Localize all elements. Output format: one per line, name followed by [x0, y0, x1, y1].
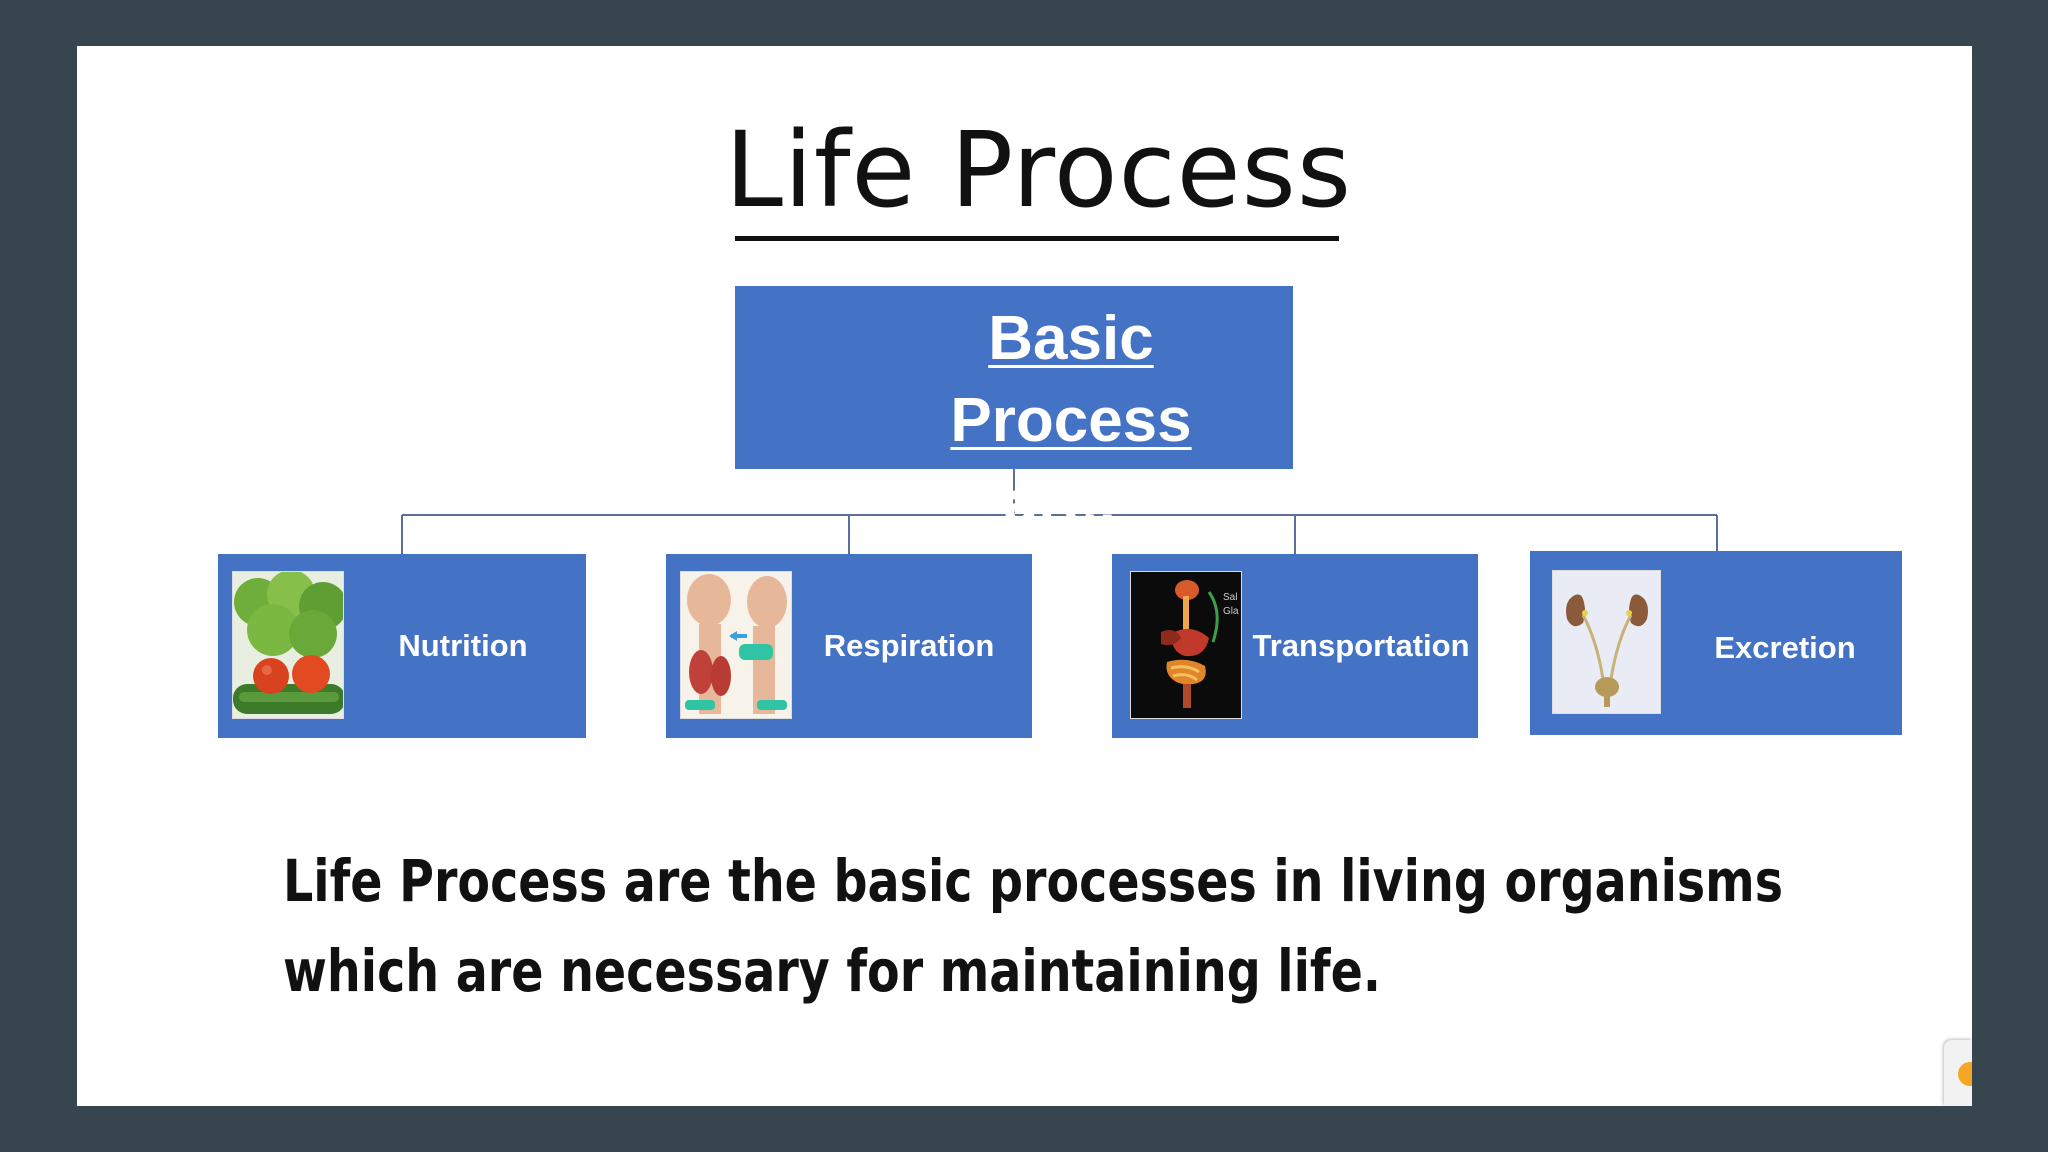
child-node-transportation: Sal Gla Transportation: [1112, 554, 1478, 738]
child-label-respiration: Respiration: [804, 554, 1014, 738]
respiratory-system-image: [680, 571, 792, 719]
child-node-nutrition: Nutrition: [218, 554, 586, 738]
kidney-urinary-image: [1552, 570, 1661, 714]
root-node-label: Basic Process are:-: [861, 298, 1281, 544]
vegetables-image: [232, 571, 344, 719]
svg-text:Sal: Sal: [1223, 592, 1237, 603]
root-label-line1: Basic Process: [950, 304, 1191, 455]
child-label-transportation: Transportation: [1244, 554, 1478, 738]
digestive-circulatory-image: Sal Gla: [1130, 571, 1242, 719]
floating-widget-tab[interactable]: [1944, 1040, 1972, 1106]
root-node-basic-process: Basic Process are:-: [735, 286, 1293, 469]
child-node-excretion: Excretion: [1530, 551, 1902, 735]
child-label-excretion: Excretion: [1680, 556, 1890, 740]
root-label-line2: are:-: [1004, 468, 1138, 537]
slide-description: Life Process are the basic processes in …: [283, 836, 1903, 1016]
child-label-nutrition: Nutrition: [358, 554, 568, 738]
child-node-respiration: Respiration: [666, 554, 1032, 738]
svg-text:Gla: Gla: [1223, 606, 1239, 617]
slide: Life Process Basic Process are:-: [77, 46, 1972, 1106]
